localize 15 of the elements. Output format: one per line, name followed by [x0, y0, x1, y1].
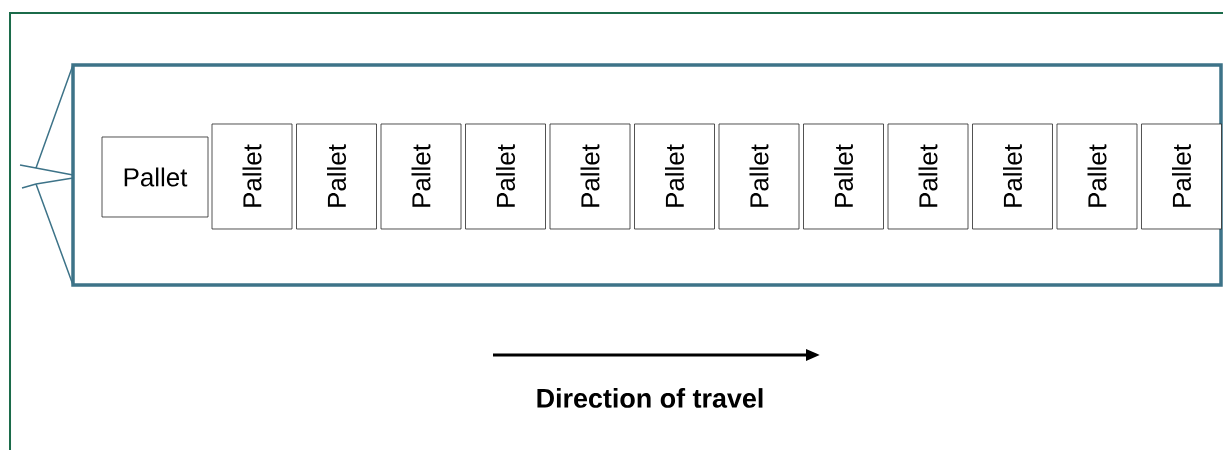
pallet-box: Pallet [634, 123, 715, 230]
pallet-box: Pallet [718, 123, 800, 230]
pallet-box: Pallet [887, 123, 969, 230]
trailer-box [71, 63, 1223, 287]
pallet-box: Pallet [101, 136, 209, 218]
pallet-box: Pallet [465, 123, 546, 230]
pallet-box: Pallet [211, 123, 293, 230]
pallet-box: Pallet [296, 123, 377, 230]
pallet-box: Pallet [549, 123, 631, 230]
pallet-box: Pallet [803, 123, 884, 230]
caption-text: Direction of travel [537, 388, 763, 408]
pallet-box: Pallet [972, 123, 1053, 230]
pallet-box: Pallet [1141, 123, 1222, 230]
pallet-box: Pallet [1056, 123, 1138, 230]
pallet-box: Pallet [380, 123, 462, 230]
